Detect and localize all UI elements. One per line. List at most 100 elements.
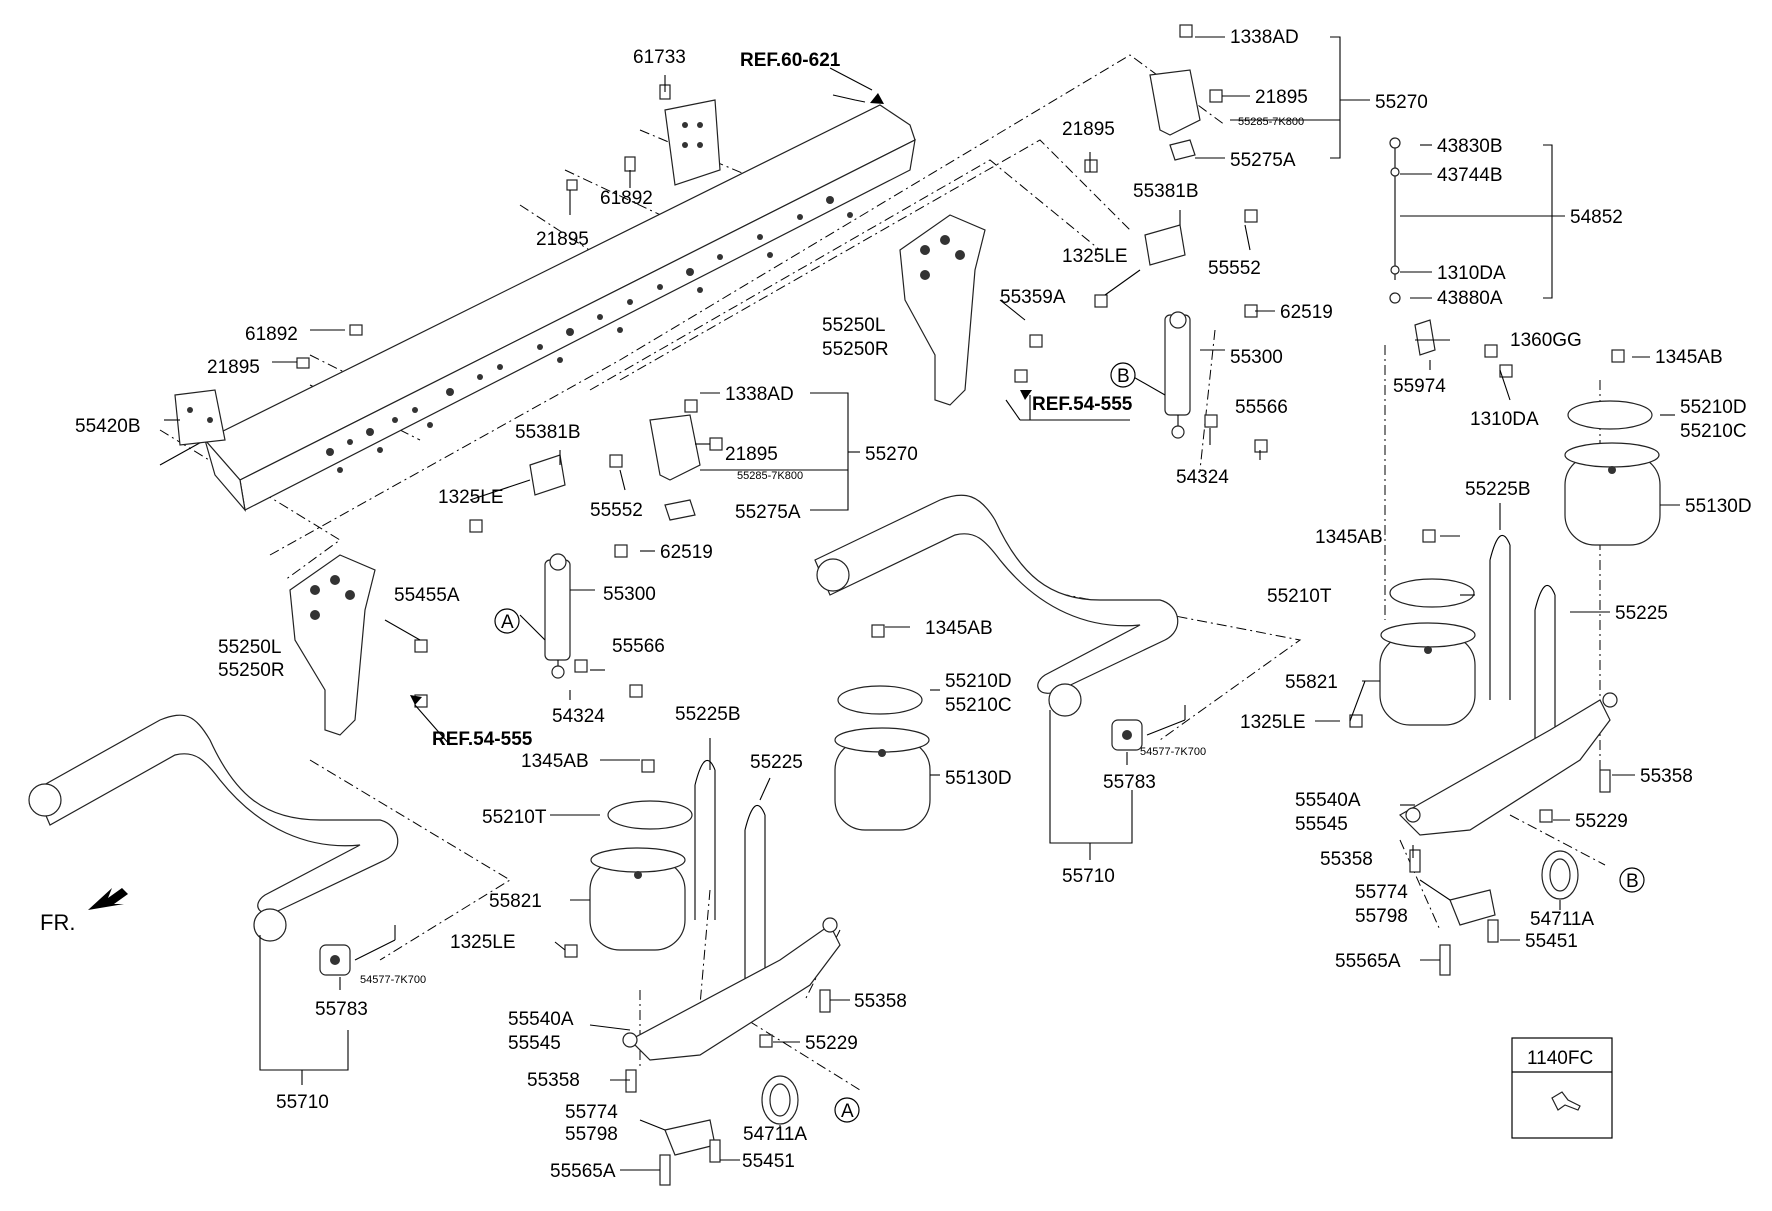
label-55225-r: 55225 (1615, 603, 1668, 624)
label-55300-right: 55300 (1230, 347, 1283, 368)
label-1310da-a: 1310DA (1437, 263, 1506, 284)
label-43744b: 43744B (1437, 165, 1503, 186)
u-bolts-mid (694, 759, 766, 980)
label-55545-r: 55545 (1295, 814, 1348, 835)
label-55225-m: 55225 (750, 752, 803, 773)
label-55358-r2: 55358 (1320, 849, 1373, 870)
label-55275a-mid: 55275A (735, 502, 801, 523)
label-55566-left: 55566 (612, 636, 665, 657)
stabilizer-bar-middle (814, 494, 1179, 717)
label-55250r-left: 55250R (218, 660, 285, 681)
label-55974: 55974 (1393, 376, 1446, 397)
label-1345ab-m2: 1345AB (521, 751, 589, 772)
label-55130d-r: 55130D (1685, 496, 1752, 517)
air-spring-mid-upper (834, 685, 931, 831)
label-21895-m2: 21895 (725, 444, 778, 465)
air-spring-right-lower (1379, 578, 1476, 726)
label-55798-m: 55798 (565, 1124, 618, 1145)
label-55358-m: 55358 (854, 991, 907, 1012)
label-55300-left: 55300 (603, 584, 656, 605)
label-55455a: 55455A (394, 585, 460, 606)
label-61892-left: 61892 (245, 324, 298, 345)
label-21895-mid: 21895 (1062, 119, 1115, 140)
label-55565a-m: 55565A (550, 1161, 616, 1182)
label-54324-right: 54324 (1176, 467, 1229, 488)
height-control-rod (1389, 137, 1436, 356)
label-55710-left: 55710 (276, 1092, 329, 1113)
label-1338ad-mid: 1338AD (725, 384, 794, 405)
label-55210c-r: 55210C (1680, 421, 1747, 442)
label-55381b-left: 55381B (515, 422, 581, 443)
bolt-icon (1551, 1091, 1581, 1111)
spring-hanger-right (899, 214, 986, 406)
label-61892-top: 61892 (600, 188, 653, 209)
label-21895-tr: 21895 (1255, 87, 1308, 108)
label-43830b: 43830B (1437, 136, 1503, 157)
label-21895-top: 21895 (536, 229, 589, 250)
label-55540a-r: 55540A (1295, 790, 1361, 811)
mount-bracket-right (1144, 69, 1201, 266)
shock-absorber-right (1164, 311, 1191, 439)
label-43880a: 43880A (1437, 288, 1503, 309)
label-21895-left: 21895 (207, 357, 260, 378)
label-55130d-m: 55130D (945, 768, 1012, 789)
marker-a-circle-lower (834, 1097, 860, 1123)
label-1325le-right: 1325LE (1062, 246, 1128, 267)
label-55210t-m: 55210T (482, 807, 547, 828)
label-55225b-r: 55225B (1465, 479, 1531, 500)
label-55210d-r: 55210D (1680, 397, 1747, 418)
frame-rail (159, 104, 916, 513)
label-54577-7k700-right: 54577-7K700 (1140, 746, 1206, 758)
label-54852: 54852 (1570, 207, 1623, 228)
label-1345ab-r: 1345AB (1315, 527, 1383, 548)
label-55783-right: 55783 (1103, 772, 1156, 793)
label-55285-7k800-mid: 55285-7K800 (737, 470, 803, 482)
label-1325le-m: 1325LE (450, 932, 516, 953)
label-1325le-left: 1325LE (438, 487, 504, 508)
label-55798-r: 55798 (1355, 906, 1408, 927)
label-55210t-r: 55210T (1267, 586, 1332, 607)
label-55451-m: 55451 (742, 1151, 795, 1172)
air-spring-mid-lower (589, 800, 693, 951)
leader-lines (164, 36, 1680, 1171)
axle-bushing-right (1541, 850, 1579, 900)
axle-seat-mid (622, 917, 841, 1061)
box-title-label: 1140FC (1527, 1048, 1593, 1069)
ref-label-54-555-left: REF.54-555 (432, 729, 533, 750)
marker-b-circle-lower (1619, 867, 1645, 893)
label-62519-right: 62519 (1280, 302, 1333, 323)
marker-a-upper-label: A (501, 612, 514, 633)
label-54324-left: 54324 (552, 706, 605, 727)
u-bolts-right (1489, 534, 1556, 760)
label-61733: 61733 (633, 47, 686, 68)
mount-bracket-left (529, 414, 701, 521)
part-box-1140fc (1511, 1037, 1613, 1139)
label-55358-m2: 55358 (527, 1070, 580, 1091)
label-55545-m: 55545 (508, 1033, 561, 1054)
label-55210d-m: 55210D (945, 671, 1012, 692)
clamp-mid (664, 1119, 716, 1156)
label-54711a-m: 54711A (743, 1124, 807, 1145)
label-1360gg: 1360GG (1510, 330, 1582, 351)
shock-absorber-left (544, 553, 571, 679)
label-55821-m: 55821 (489, 891, 542, 912)
front-direction-label: FR. (40, 910, 75, 935)
label-55774-r: 55774 (1355, 882, 1408, 903)
label-55250l-left: 55250L (218, 637, 281, 658)
label-55270-mid: 55270 (865, 444, 918, 465)
label-55783-left: 55783 (315, 999, 368, 1020)
label-55710-right: 55710 (1062, 866, 1115, 887)
marker-a-lower-label: A (841, 1101, 854, 1122)
label-1310da-b: 1310DA (1470, 409, 1539, 430)
marker-b-upper-label: B (1117, 366, 1130, 387)
label-1345ab-mid: 1345AB (925, 618, 993, 639)
label-54711a-r: 54711A (1530, 909, 1594, 930)
label-1345ab-tr: 1345AB (1655, 347, 1723, 368)
label-55451-r: 55451 (1525, 931, 1578, 952)
label-55566-right: 55566 (1235, 397, 1288, 418)
label-55250l-right: 55250L (822, 315, 885, 336)
circle-markers (494, 362, 1645, 1123)
stabilizer-bar-left (28, 714, 399, 942)
label-55229-m: 55229 (805, 1033, 858, 1054)
label-55420b: 55420B (75, 416, 141, 437)
